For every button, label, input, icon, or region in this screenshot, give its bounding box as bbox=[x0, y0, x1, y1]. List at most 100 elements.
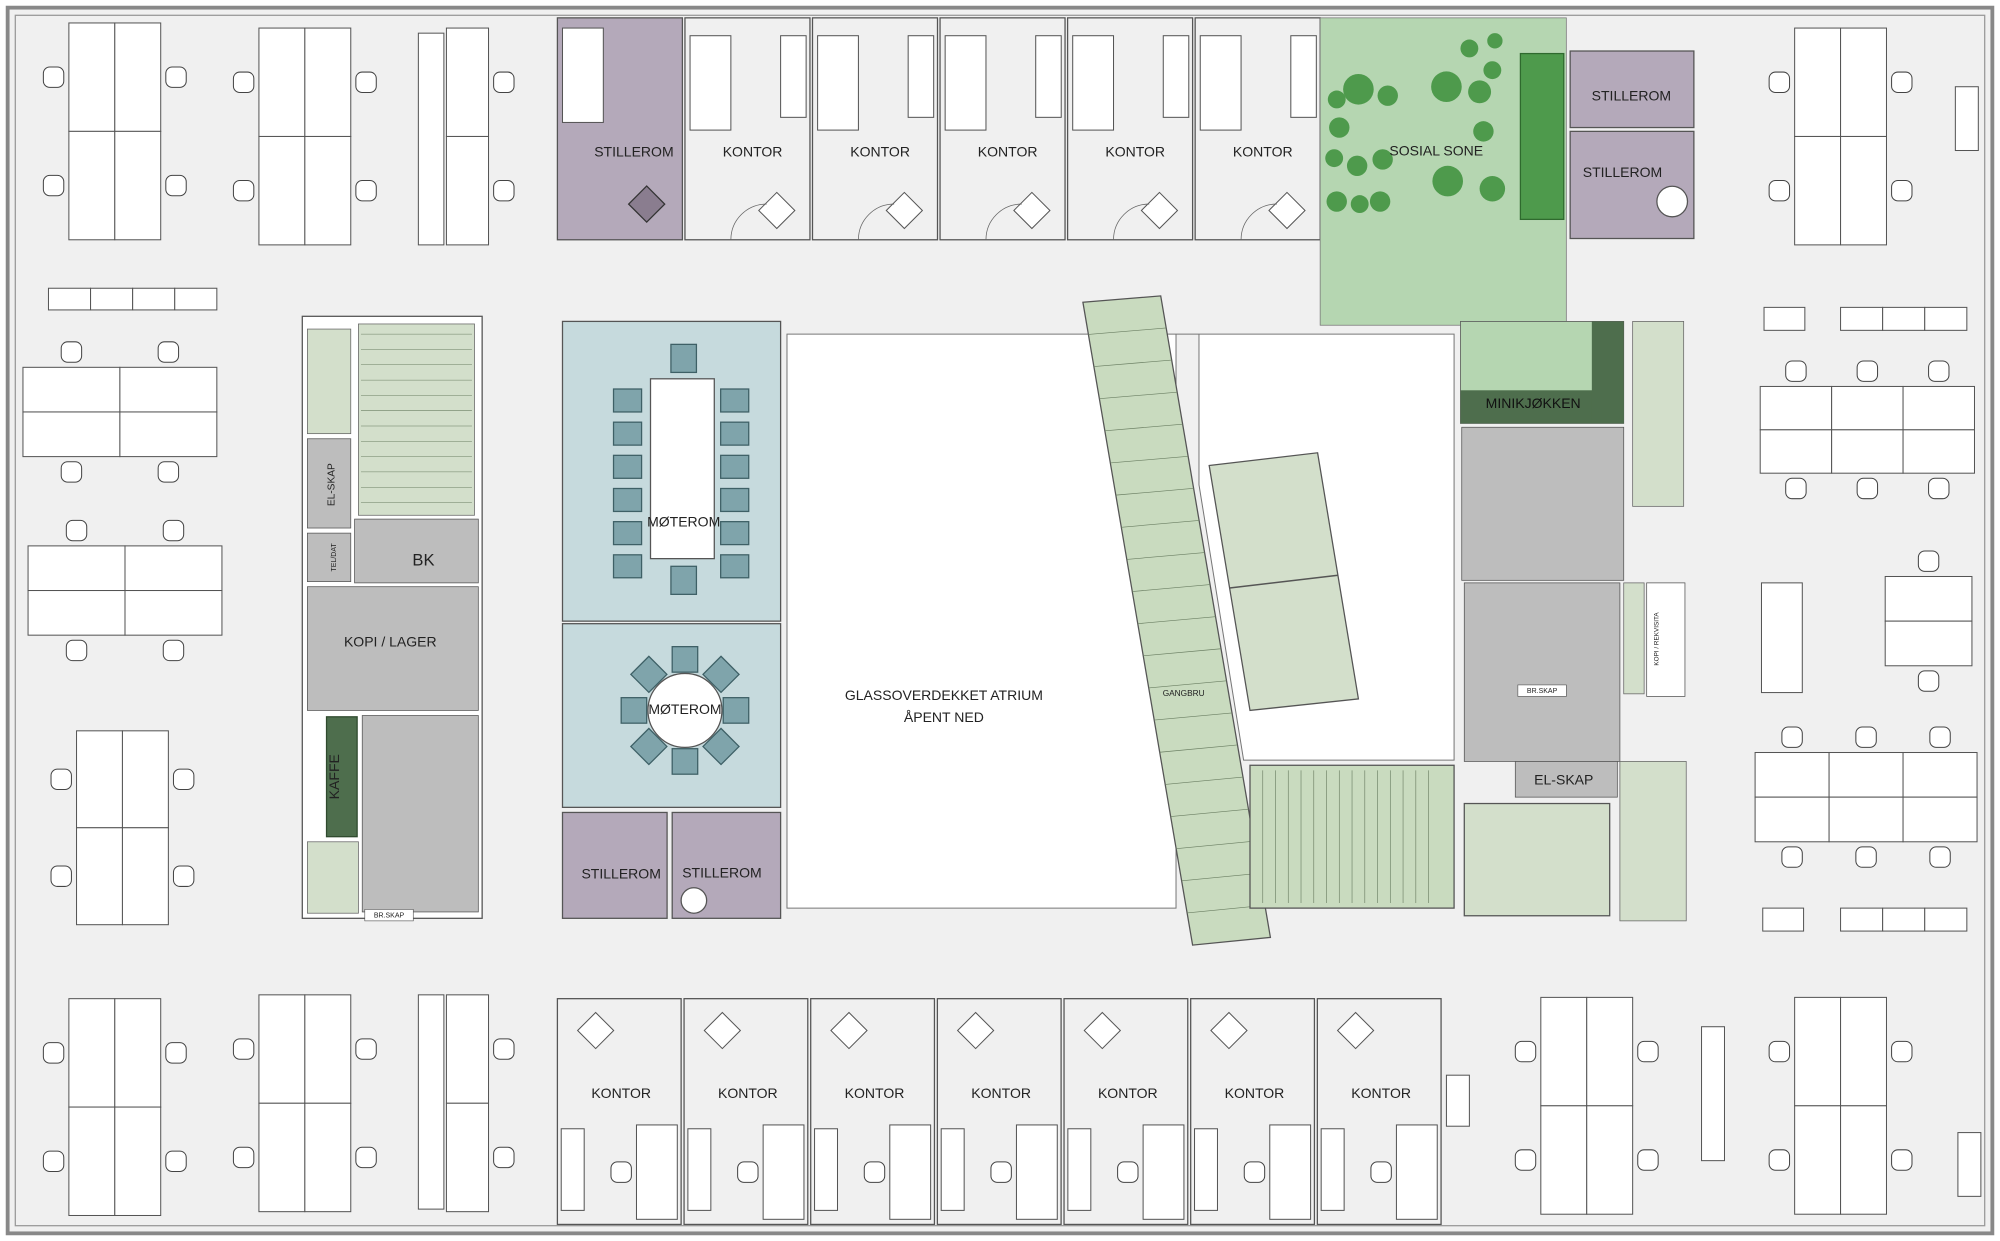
staircase-right[interactable] bbox=[1463, 802, 1611, 917]
desk[interactable] bbox=[258, 1102, 306, 1213]
kopi-lager[interactable] bbox=[307, 586, 479, 711]
stillerom-top-right-1[interactable] bbox=[1569, 50, 1695, 129]
bk[interactable] bbox=[354, 518, 479, 584]
wc-right-2[interactable] bbox=[1463, 582, 1621, 762]
kontor-bottom[interactable]: KONTOR bbox=[683, 998, 809, 1226]
desk[interactable] bbox=[304, 1102, 352, 1213]
desk[interactable] bbox=[1902, 796, 1978, 843]
desk[interactable] bbox=[1828, 796, 1904, 843]
kaffe[interactable] bbox=[325, 716, 358, 838]
desk[interactable] bbox=[1754, 796, 1830, 843]
desk[interactable] bbox=[445, 27, 490, 137]
desk[interactable] bbox=[119, 366, 218, 413]
br-skap-right[interactable] bbox=[1517, 684, 1567, 697]
kontor-top[interactable]: KONTOR bbox=[939, 17, 1066, 241]
kontor-bottom[interactable]: KONTOR bbox=[1316, 998, 1442, 1226]
desk[interactable] bbox=[1759, 429, 1833, 474]
desk[interactable] bbox=[114, 130, 162, 241]
desk[interactable] bbox=[1540, 1105, 1588, 1215]
desk[interactable] bbox=[22, 411, 121, 458]
desk[interactable] bbox=[68, 1106, 116, 1217]
desk[interactable] bbox=[1586, 1105, 1634, 1215]
desk[interactable] bbox=[1884, 620, 1973, 667]
desk[interactable] bbox=[1759, 385, 1833, 431]
desk[interactable] bbox=[121, 730, 169, 829]
desk[interactable] bbox=[1540, 996, 1588, 1107]
desk[interactable] bbox=[258, 135, 306, 246]
desk[interactable] bbox=[1831, 429, 1904, 474]
armchair bbox=[576, 1011, 615, 1050]
chair bbox=[1370, 1161, 1392, 1183]
desk[interactable] bbox=[1840, 27, 1887, 137]
desk[interactable] bbox=[1794, 1105, 1842, 1215]
desk[interactable] bbox=[1794, 27, 1842, 137]
desk[interactable] bbox=[27, 545, 126, 592]
desk[interactable] bbox=[114, 998, 162, 1108]
desk[interactable] bbox=[121, 827, 169, 926]
kontor-top[interactable]: KONTOR bbox=[684, 17, 811, 241]
desk[interactable] bbox=[1794, 996, 1842, 1107]
desk[interactable] bbox=[1794, 135, 1842, 246]
plant bbox=[1372, 149, 1393, 170]
desk[interactable] bbox=[1586, 996, 1634, 1107]
kontor-bottom[interactable]: KONTOR bbox=[936, 998, 1062, 1226]
desk[interactable] bbox=[68, 998, 116, 1108]
plant bbox=[1326, 191, 1347, 212]
desk[interactable] bbox=[1831, 385, 1904, 431]
kopi-rekvisita[interactable] bbox=[1646, 582, 1686, 697]
el-skap-left[interactable] bbox=[307, 438, 352, 529]
desk[interactable] bbox=[76, 730, 123, 829]
kontor-bottom[interactable]: KONTOR bbox=[556, 998, 682, 1226]
desk[interactable] bbox=[304, 27, 352, 137]
desk[interactable] bbox=[1840, 996, 1887, 1107]
desk[interactable] bbox=[124, 590, 223, 636]
desk[interactable] bbox=[68, 130, 116, 241]
green-sofa bbox=[1519, 52, 1565, 221]
desk[interactable] bbox=[114, 22, 162, 132]
kontor-bottom[interactable]: KONTOR bbox=[1063, 998, 1189, 1226]
desk[interactable] bbox=[22, 366, 121, 413]
br-skap-left[interactable] bbox=[364, 909, 414, 922]
desk[interactable] bbox=[27, 590, 126, 636]
kontor-top[interactable]: KONTOR bbox=[1066, 17, 1194, 241]
desk[interactable] bbox=[258, 27, 306, 137]
round-table bbox=[680, 887, 708, 914]
chair bbox=[610, 1161, 632, 1183]
plant bbox=[1325, 149, 1344, 168]
desk[interactable] bbox=[1902, 751, 1978, 798]
desk[interactable] bbox=[124, 545, 223, 592]
desk[interactable] bbox=[1754, 751, 1830, 798]
desk[interactable] bbox=[445, 135, 490, 246]
desk[interactable] bbox=[445, 994, 490, 1104]
desk[interactable] bbox=[258, 994, 306, 1104]
wc-right-1[interactable] bbox=[1461, 426, 1625, 581]
kontor-top[interactable]: KONTOR bbox=[811, 17, 939, 241]
chair bbox=[670, 343, 698, 374]
kontor-top[interactable]: KONTOR bbox=[1194, 17, 1321, 241]
wc-left[interactable] bbox=[361, 715, 479, 913]
el-skap-right[interactable] bbox=[1514, 761, 1618, 798]
desk[interactable] bbox=[1840, 135, 1887, 246]
desk[interactable] bbox=[304, 994, 352, 1104]
desk[interactable] bbox=[76, 827, 123, 926]
bridge-plank bbox=[1104, 423, 1183, 432]
desk[interactable] bbox=[1828, 751, 1904, 798]
desk[interactable] bbox=[114, 1106, 162, 1217]
kontor-bottom[interactable]: KONTOR bbox=[1190, 998, 1316, 1226]
desk[interactable] bbox=[445, 1102, 490, 1213]
desk[interactable] bbox=[1884, 575, 1973, 622]
stillerom-bottom-1[interactable] bbox=[561, 811, 668, 919]
staircase-left[interactable] bbox=[358, 323, 475, 516]
kontor-bottom[interactable]: KONTOR bbox=[810, 998, 936, 1226]
chair bbox=[1781, 726, 1803, 748]
desk[interactable] bbox=[68, 22, 116, 132]
chair bbox=[172, 865, 195, 887]
room-label: KONTOR bbox=[1233, 144, 1293, 160]
desk[interactable] bbox=[1902, 385, 1975, 431]
tel-dat[interactable] bbox=[307, 532, 352, 582]
desk[interactable] bbox=[1902, 429, 1975, 474]
desk[interactable] bbox=[119, 411, 218, 458]
desk[interactable] bbox=[304, 135, 352, 246]
stillerom-top-right-2[interactable] bbox=[1569, 130, 1695, 240]
desk[interactable] bbox=[1840, 1105, 1887, 1215]
